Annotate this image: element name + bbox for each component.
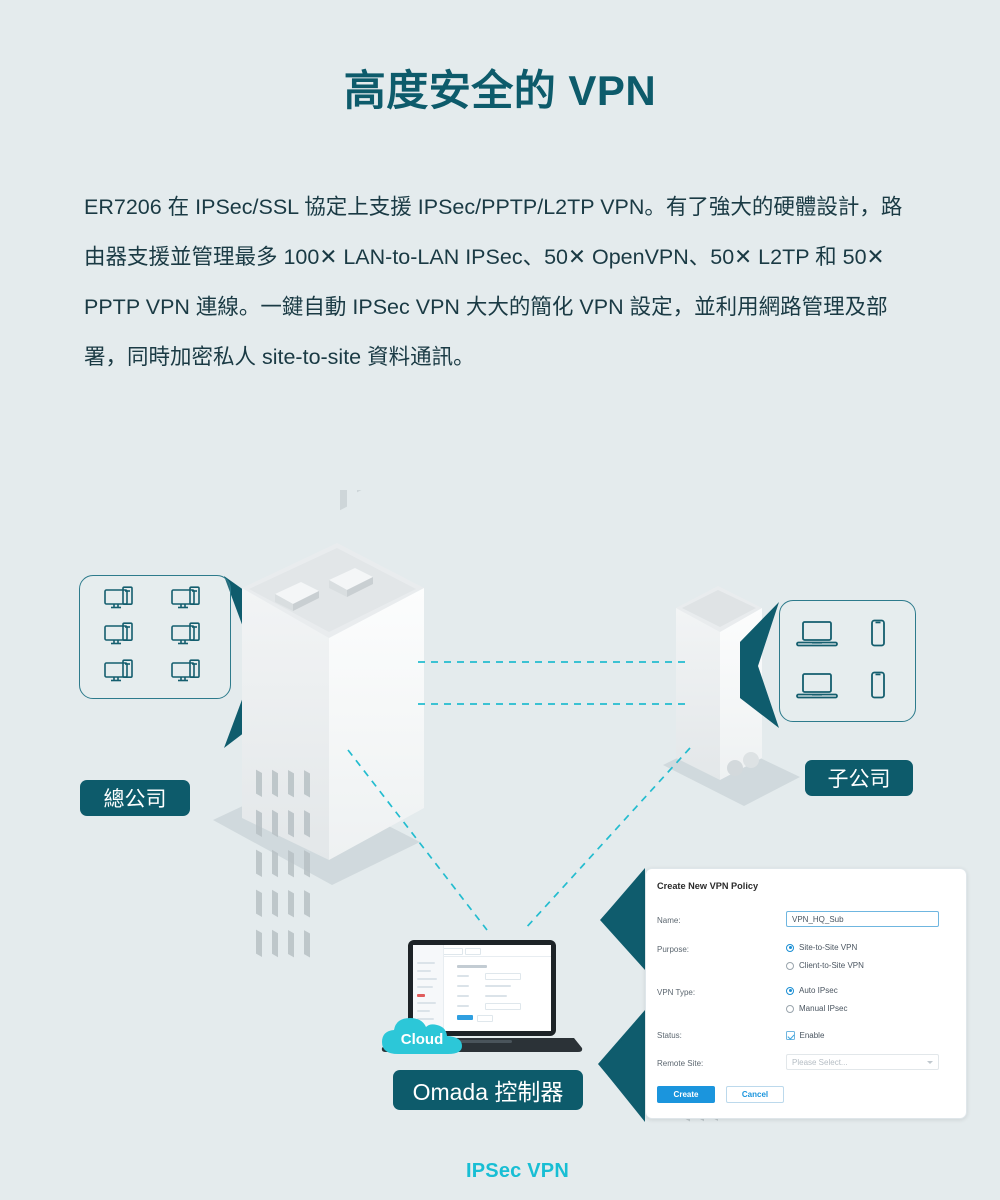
desktop-computer-icon	[103, 585, 141, 616]
controller-link-lines	[347, 747, 691, 931]
ipsec-link-lines	[418, 661, 690, 705]
branch-badge: 子公司	[805, 760, 913, 796]
checkbox-enable[interactable]: Enable	[786, 1029, 824, 1042]
name-label: Name:	[657, 916, 681, 925]
dialog-title: Create New VPN Policy	[657, 881, 759, 891]
hq-device-panel	[79, 575, 231, 699]
status-field: Enable	[786, 1029, 824, 1042]
radio-label: Manual IPsec	[799, 1004, 848, 1013]
radio-indicator	[786, 961, 794, 970]
radio-client-to-site-vpn[interactable]: Client-to-Site VPN	[786, 959, 864, 972]
hq-badge: 總公司	[80, 780, 190, 816]
dialog-actions: Create Cancel	[657, 1086, 784, 1103]
vpn-type-options: Auto IPsec Manual IPsec	[786, 984, 847, 1015]
radio-auto-ipsec[interactable]: Auto IPsec	[786, 984, 847, 997]
omada-controller-badge: Omada 控制器	[393, 1070, 583, 1110]
purpose-label: Purpose:	[657, 945, 690, 954]
vpn-topology-diagram: IPSec VPN 總公司 子公司 Omada 控制器	[0, 490, 1000, 1182]
create-vpn-policy-dialog: Create New VPN Policy Name: VPN_HQ_Sub P…	[645, 868, 967, 1119]
smartphone-icon	[868, 618, 888, 653]
desktop-computer-icon	[170, 658, 208, 689]
remote-site-select[interactable]: Please Select...	[786, 1054, 939, 1070]
desktop-computer-icon	[103, 658, 141, 689]
hq-building	[242, 490, 424, 958]
name-input[interactable]: VPN_HQ_Sub	[786, 911, 939, 927]
radio-indicator-selected	[786, 986, 794, 995]
remote-site-field: Please Select...	[786, 1054, 939, 1070]
desktop-computer-icon	[103, 621, 141, 652]
radio-label: Site-to-Site VPN	[799, 943, 858, 952]
branch-pointer	[740, 602, 779, 728]
ipsec-vpn-link-label: IPSec VPN	[466, 1160, 569, 1182]
desktop-computer-icon	[170, 585, 208, 616]
vpn-type-label: VPN Type:	[657, 988, 696, 997]
branch-device-panel	[779, 600, 916, 722]
radio-site-to-site-vpn[interactable]: Site-to-Site VPN	[786, 941, 864, 954]
desktop-computer-icon	[170, 621, 208, 652]
mini-sidebar	[413, 945, 445, 1031]
name-field-wrap: VPN_HQ_Sub	[786, 911, 939, 927]
cloud-icon	[382, 1018, 462, 1054]
radio-label: Client-to-Site VPN	[799, 961, 864, 970]
radio-label: Auto IPsec	[799, 986, 838, 995]
status-label: Status:	[657, 1031, 682, 1040]
cloud-badge: Cloud	[378, 1012, 466, 1058]
smartphone-icon	[868, 670, 888, 705]
chevron-down-icon	[927, 1060, 933, 1064]
checkbox-label: Enable	[799, 1031, 825, 1040]
cancel-button[interactable]: Cancel	[726, 1086, 784, 1103]
radio-indicator-selected	[786, 943, 794, 952]
purpose-options: Site-to-Site VPN Client-to-Site VPN	[786, 941, 864, 972]
laptop-icon	[795, 670, 838, 705]
page-title: 高度安全的 VPN	[343, 67, 657, 114]
laptop-icon	[795, 618, 838, 653]
radio-manual-ipsec[interactable]: Manual IPsec	[786, 1002, 847, 1015]
controller-screen-preview	[413, 945, 551, 1031]
radio-indicator	[786, 1004, 794, 1013]
remote-site-label: Remote Site:	[657, 1059, 704, 1068]
page-description: ER7206 在 IPSec/SSL 協定上支援 IPSec/PPTP/L2TP…	[84, 195, 903, 369]
checkbox-indicator-checked	[786, 1031, 795, 1040]
cloud-badge-label: Cloud	[400, 1030, 444, 1048]
create-button[interactable]: Create	[657, 1086, 715, 1103]
remote-site-placeholder: Please Select...	[792, 1057, 848, 1067]
